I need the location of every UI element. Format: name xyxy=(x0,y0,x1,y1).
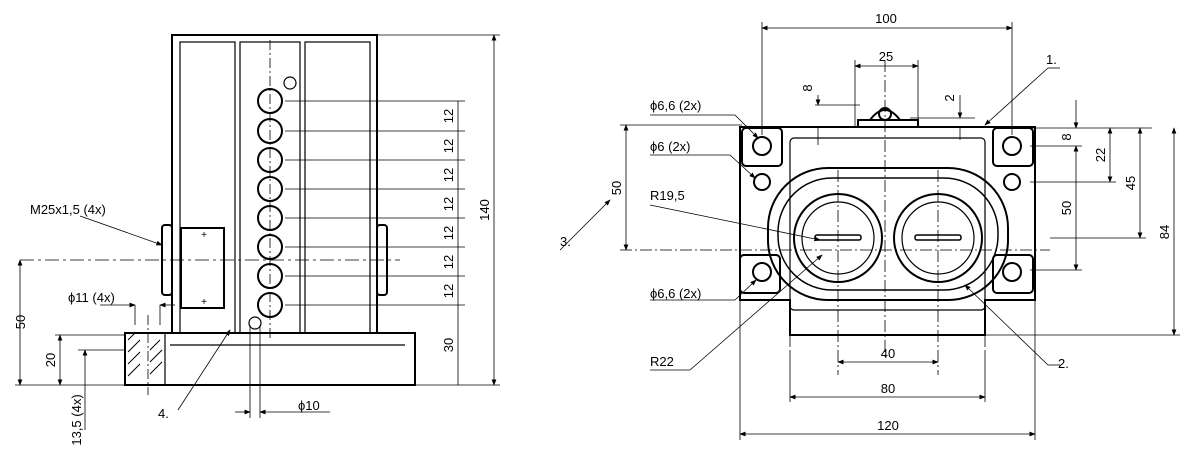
front-body-outline xyxy=(739,126,1036,336)
dim-140: 140 xyxy=(477,199,492,221)
svg-text:+: + xyxy=(201,230,207,241)
dim-12-d: 12 xyxy=(441,197,456,211)
housing-base xyxy=(124,332,416,386)
dim-120: 120 xyxy=(877,418,899,433)
dim-12-a: 12 xyxy=(441,109,456,123)
dim-12-f: 12 xyxy=(441,255,456,269)
pin-circle xyxy=(283,76,297,90)
callout-3: 3. xyxy=(560,234,571,249)
radius-22: R22 xyxy=(650,354,674,369)
dim-13-5: 13,5 (4x) xyxy=(69,394,84,445)
pin-diameter: ϕ10 xyxy=(298,398,320,413)
dim-30: 30 xyxy=(441,338,456,352)
svg-text:+: + xyxy=(201,297,207,308)
dim-12-c: 12 xyxy=(441,168,456,182)
dim-8-right: 8 xyxy=(1059,133,1074,140)
gasket-outer xyxy=(767,167,1009,301)
dim-100: 100 xyxy=(875,11,897,26)
lug-top-right xyxy=(992,127,1034,167)
dim-12-g: 12 xyxy=(441,284,456,298)
radius-19-5: R19,5 xyxy=(650,188,685,203)
base-hole-hatch xyxy=(127,331,163,377)
callout-4: 4. xyxy=(158,406,169,421)
housing-inner-right xyxy=(304,41,371,334)
dim-50-right: 50 xyxy=(1059,201,1074,215)
lug-bot-left xyxy=(739,254,781,294)
dim-12-e: 12 xyxy=(441,226,456,240)
label-plate xyxy=(180,227,225,309)
callout-2: 2. xyxy=(1058,356,1069,371)
dim-80: 80 xyxy=(881,381,895,396)
hole-label: ϕ11 (4x) xyxy=(68,290,115,305)
dim-50-side: 50 xyxy=(13,315,28,329)
housing-inner-left xyxy=(179,41,236,334)
dim-40: 40 xyxy=(881,346,895,361)
dim-8-top: 8 xyxy=(800,84,815,91)
dim-25: 25 xyxy=(879,49,893,64)
thread-label: M25x1,5 (4x) xyxy=(30,202,106,217)
dim-12-labels: 12 12 12 12 12 12 12 xyxy=(441,109,456,298)
lug-bot-right xyxy=(992,254,1034,294)
dim-12-b: 12 xyxy=(441,139,456,153)
dim-20: 20 xyxy=(43,353,58,367)
pin-circle-bottom xyxy=(248,316,262,330)
front-view: 100 25 8 2 1. ϕ6,6 (2x) ϕ6 (2x) R19,5 50… xyxy=(559,11,1180,440)
dim-2: 2 xyxy=(942,94,957,101)
housing-outline xyxy=(171,34,378,334)
side-view: + + 12 12 12 xyxy=(13,34,500,446)
dim-22: 22 xyxy=(1093,148,1108,162)
callout-1: 1. xyxy=(1046,52,1057,67)
gasket-inner xyxy=(777,177,999,291)
dim-45: 45 xyxy=(1123,176,1138,190)
dim-50-left: 50 xyxy=(609,181,624,195)
dim-84: 84 xyxy=(1157,225,1172,239)
hole-66-bottom: ϕ6,6 (2x) xyxy=(650,286,701,301)
hole-6: ϕ6 (2x) xyxy=(650,139,691,154)
hole-66-top: ϕ6,6 (2x) xyxy=(650,98,701,113)
